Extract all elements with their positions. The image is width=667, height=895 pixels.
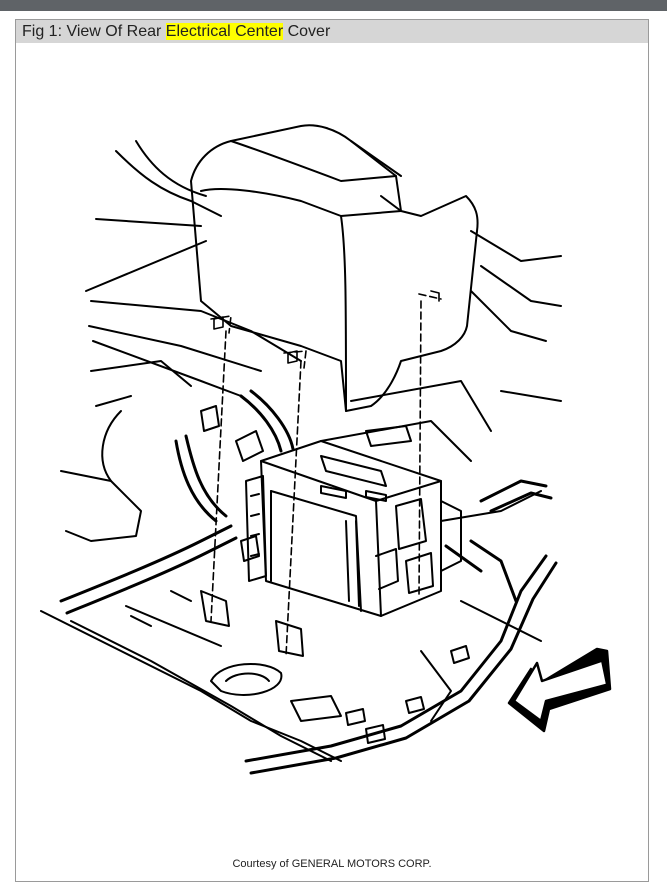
vehicle-floor-outline — [40, 140, 562, 762]
window-top-bar — [0, 0, 667, 11]
cover-clips — [213, 290, 440, 364]
title-prefix: Fig 1: View Of Rear — [22, 23, 166, 40]
figure-title: Fig 1: View Of Rear Electrical Center Co… — [16, 20, 648, 43]
wiring-harness — [59, 389, 558, 775]
front-direction-arrow-icon — [507, 647, 612, 733]
figure-frame: Fig 1: View Of Rear Electrical Center Co… — [15, 19, 649, 882]
electrical-center-box — [200, 440, 462, 657]
electrical-center-diagram — [40, 124, 612, 775]
electrical-center-cover — [190, 124, 479, 412]
assembly-leader-lines — [210, 293, 442, 657]
title-highlight: Electrical Center — [165, 23, 284, 40]
courtesy-caption: Courtesy of GENERAL MOTORS CORP. — [232, 858, 432, 870]
title-suffix: Cover — [283, 23, 331, 40]
harness-clips — [200, 405, 470, 744]
